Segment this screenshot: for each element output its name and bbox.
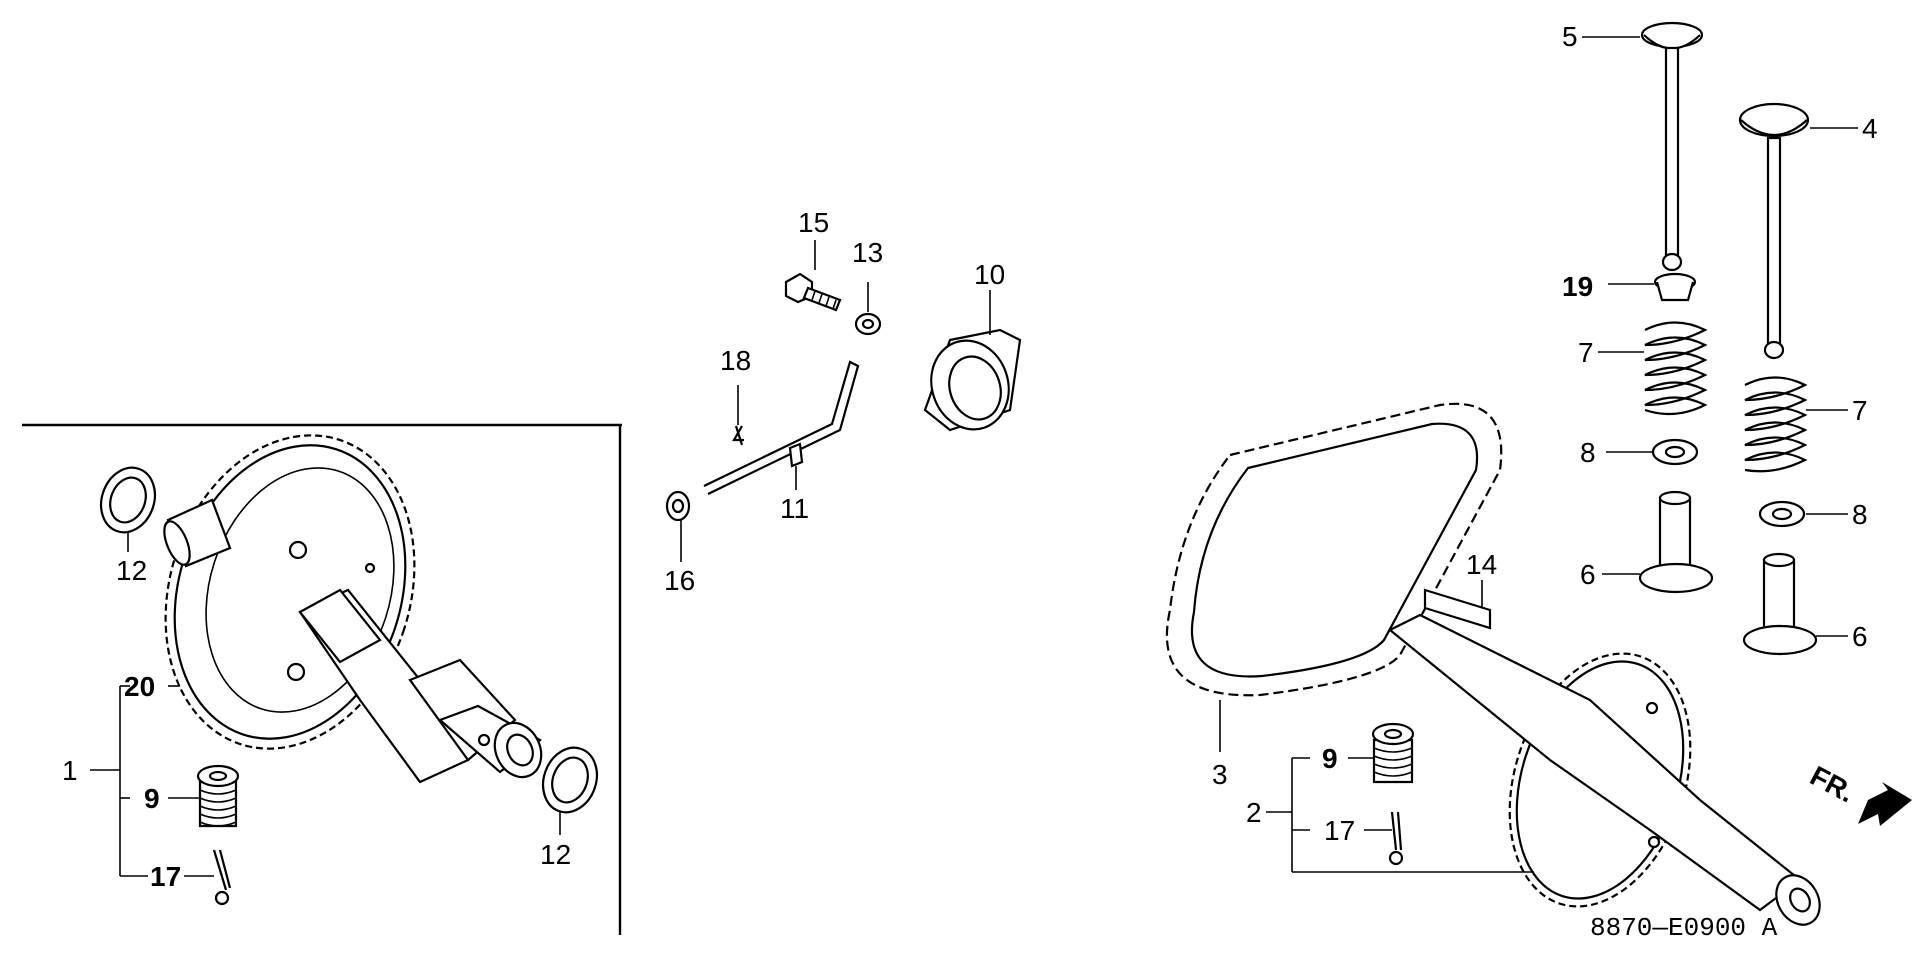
callout-9a: 9 (144, 783, 160, 814)
callout-17a: 17 (150, 861, 181, 892)
camshaft-body (163, 498, 543, 784)
callout-14: 14 (1466, 549, 1497, 580)
governor-clip-18 (732, 385, 744, 446)
callout-labels: 5 4 19 7 7 8 8 6 6 14 3 9 2 17 15 13 10 … (62, 21, 1878, 892)
callout-16: 16 (664, 565, 695, 596)
spring-9-right (1371, 722, 1415, 784)
callout-8b: 8 (1852, 499, 1868, 530)
callout-18: 18 (720, 345, 751, 376)
spring-retainer-8a (1606, 438, 1699, 466)
thrust-washer-left (99, 466, 157, 552)
callout-7b: 7 (1852, 395, 1868, 426)
callout-6a: 6 (1580, 559, 1596, 590)
front-direction-arrow: FR. (1805, 760, 1912, 826)
callout-5: 5 (1562, 21, 1578, 52)
spring-9-left (196, 764, 240, 828)
callout-12b: 12 (540, 839, 571, 870)
drawing-code: 8870—E0900 A (1590, 913, 1778, 943)
callout-13: 13 (852, 237, 883, 268)
callout-20: 20 (124, 671, 155, 702)
callout-2: 2 (1246, 797, 1262, 828)
callout-10: 10 (974, 259, 1005, 290)
governor-holder-10 (923, 290, 1022, 432)
tappet-6b (1742, 552, 1848, 656)
cotter-pin-17-left (212, 849, 232, 906)
callout-12a: 12 (116, 555, 147, 586)
callout-17b: 17 (1324, 815, 1355, 846)
front-direction-label: FR. (1805, 760, 1859, 809)
callout-3: 3 (1212, 759, 1228, 790)
valve-spring-7a (1598, 321, 1708, 416)
woodruff-key-14 (1423, 580, 1492, 630)
tappet-6a (1602, 490, 1714, 594)
camshaft-group-frame (22, 423, 622, 935)
callout-6b: 6 (1852, 621, 1868, 652)
governor-bolt-15 (784, 240, 842, 312)
callout-19: 19 (1562, 271, 1593, 302)
callout-4: 4 (1862, 113, 1878, 144)
thrust-washer-right (541, 746, 599, 835)
governor-arm-11 (703, 360, 860, 495)
timing-chain-3 (1165, 402, 1503, 752)
callout-11: 11 (780, 493, 809, 524)
group-bracket-2 (1266, 757, 1534, 873)
spring-retainer-8b (1758, 500, 1848, 528)
governor-washer-13 (854, 282, 882, 336)
governor-washer-16 (665, 490, 691, 562)
callout-15: 15 (798, 207, 829, 238)
valve-5 (1582, 21, 1704, 272)
valve-spring-7b (1744, 376, 1848, 473)
callout-7a: 7 (1578, 337, 1594, 368)
callout-1: 1 (62, 755, 78, 786)
callout-8a: 8 (1580, 437, 1596, 468)
valve-4 (1738, 102, 1858, 360)
group-bracket-1 (90, 685, 214, 877)
cotter-pin-17-right (1388, 811, 1404, 866)
callout-9b: 9 (1322, 743, 1338, 774)
valve-retainer-19 (1608, 272, 1697, 302)
crankshaft-sprocket (1387, 613, 1821, 926)
